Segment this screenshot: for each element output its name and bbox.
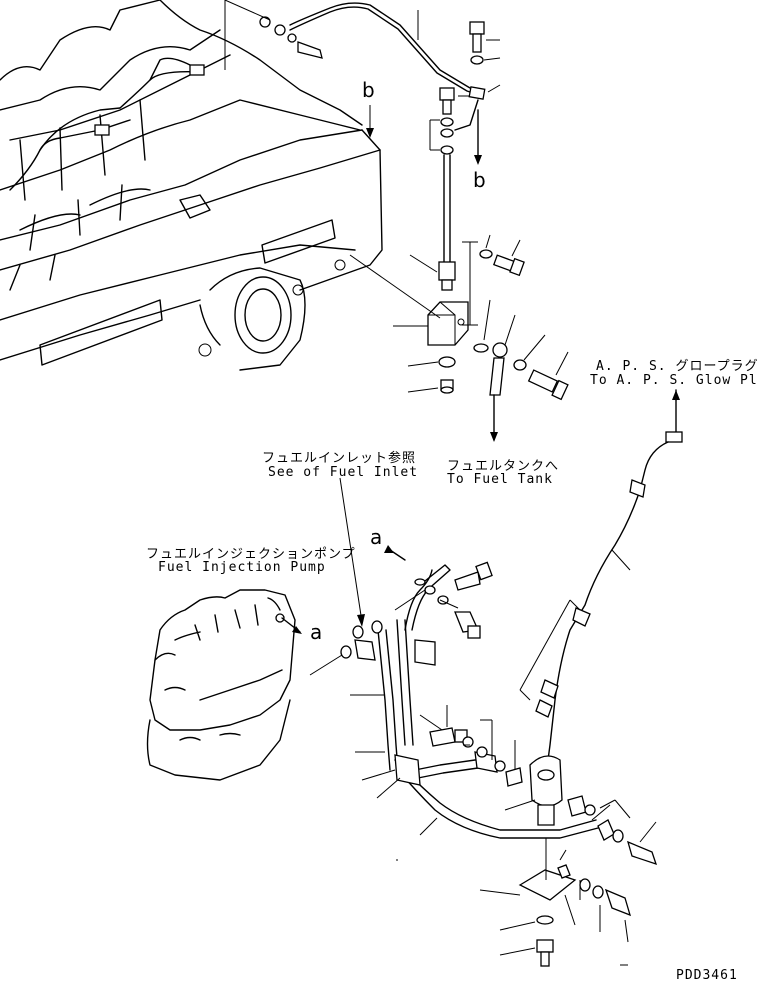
aps-label-jp: A. P. S. グロープラグへ xyxy=(596,359,758,374)
injector-lines xyxy=(9,57,205,191)
fuel-tank-label-en: To Fuel Tank xyxy=(447,472,553,487)
fuel-filter-unit xyxy=(479,740,658,967)
fuel-tank-label-jp: フュエルタンクへ xyxy=(447,459,560,474)
filter-bracket-assembly xyxy=(349,154,569,442)
injection-pump-drawing xyxy=(146,589,302,781)
fuel-inlet-label-jp: フュエルインレット参照 xyxy=(262,451,417,466)
fuel-inlet-label-en: See of Fuel Inlet xyxy=(268,465,419,480)
ref-b-engine: b xyxy=(362,78,375,102)
top-fasteners xyxy=(429,21,501,165)
aps-harness xyxy=(519,389,683,761)
middle-fasteners xyxy=(309,561,493,760)
injection-pump-label-en: Fuel Injection Pump xyxy=(158,560,326,575)
drawing-code: PDD3461 xyxy=(676,968,738,983)
injection-pump-label-jp: フュエルインジェクションポンプ xyxy=(146,547,356,562)
fuel-hoses xyxy=(350,564,599,861)
aps-label-en: To A. P. S. Glow Plug xyxy=(590,373,758,388)
ref-a-arrow: a xyxy=(370,525,383,549)
leader-lines xyxy=(339,105,406,627)
ref-b-arrow: b xyxy=(473,168,486,192)
engine-block-drawing xyxy=(0,0,383,371)
return-pipe xyxy=(224,0,484,97)
ref-a-pump: a xyxy=(310,620,323,644)
